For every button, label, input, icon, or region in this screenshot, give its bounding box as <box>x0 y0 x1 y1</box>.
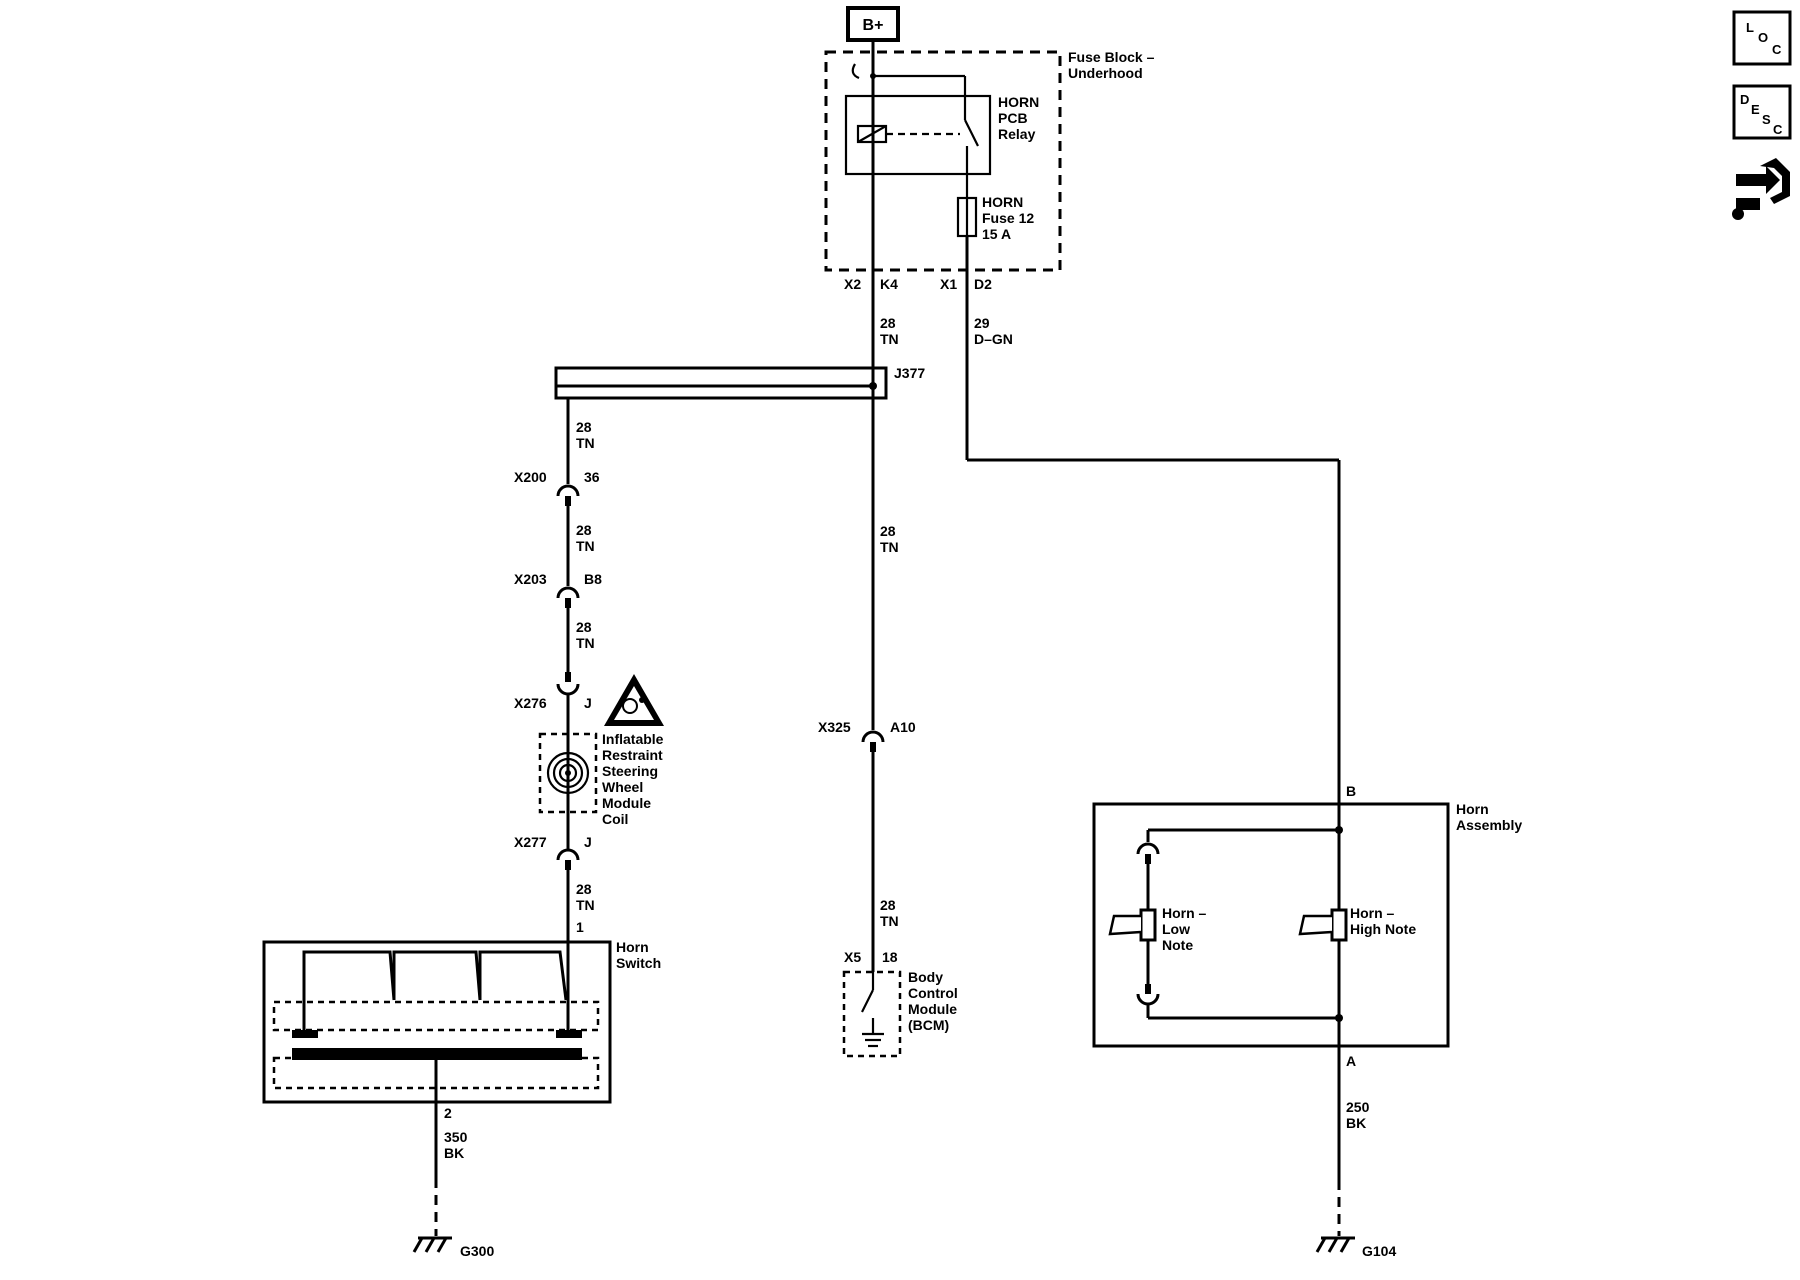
horn-low-label-3: Note <box>1162 937 1193 953</box>
horn-assembly <box>1092 802 1450 1048</box>
fuse-label-2: Fuse 12 <box>982 210 1034 226</box>
steering-wheel-coil-box <box>538 732 598 814</box>
fuse-label-3: 15 A <box>982 226 1011 242</box>
coil-label-6: Coil <box>602 811 628 827</box>
bcm-label-1: Body <box>908 969 943 985</box>
horn-assembly-label-2: Assembly <box>1456 817 1522 833</box>
ground-g300-label: G300 <box>460 1243 494 1259</box>
coil-label-3: Steering <box>602 763 658 779</box>
connector-x277-symbol <box>556 848 580 870</box>
wrench-arrows-icon[interactable] <box>1732 158 1790 220</box>
wire-switch-ground-color: BK <box>444 1145 464 1161</box>
splice-j377-label: J377 <box>894 365 925 381</box>
wire-horn-ground-color: BK <box>1346 1115 1366 1131</box>
fuse-label-1: HORN <box>982 194 1023 210</box>
connector-x325-label: X325 <box>818 719 851 735</box>
wire-k4-color: TN <box>880 331 899 347</box>
bcm-label-3: Module <box>908 1001 957 1017</box>
connector-x200-symbol <box>556 484 580 506</box>
connector-x5-label: X5 <box>844 949 861 965</box>
connector-x325-pin: A10 <box>890 719 916 735</box>
relay-label-1: HORN <box>998 94 1039 110</box>
wire-d2-color: D–GN <box>974 331 1013 347</box>
connector-x203-symbol <box>556 586 580 608</box>
wire-j377-left-circuit: 28 <box>576 419 592 435</box>
horn-assembly-pin-b: B <box>1346 783 1356 799</box>
wire-j377-left-color: TN <box>576 435 595 451</box>
ground-g300-symbol <box>412 1236 452 1253</box>
horn-high-label-2: High Note <box>1350 921 1416 937</box>
connector-x203-label: X203 <box>514 571 547 587</box>
connector-x277-pin: J <box>584 834 592 850</box>
ground-g104-label: G104 <box>1362 1243 1396 1259</box>
horn-switch-pin-1: 1 <box>576 919 584 935</box>
description-view-button[interactable]: D E S C <box>1732 84 1792 140</box>
wire-x277-below-circuit: 28 <box>576 881 592 897</box>
connector-x2: X2 <box>844 276 861 292</box>
airbag-warning-icon <box>604 674 664 726</box>
wire-x200-below-circuit: 28 <box>576 522 592 538</box>
coil-label-4: Wheel <box>602 779 643 795</box>
horn-switch-label-2: Switch <box>616 955 661 971</box>
horn-high-label-1: Horn – <box>1350 905 1395 921</box>
connector-x277-label: X277 <box>514 834 547 850</box>
clockspring-coil-icon <box>546 751 590 795</box>
wire-x200-below-color: TN <box>576 538 595 554</box>
svg-text:C: C <box>1772 42 1782 57</box>
connector-x200-pin: 36 <box>584 469 600 485</box>
horn-switch-label-1: Horn <box>616 939 649 955</box>
bcm-label-2: Control <box>908 985 958 1001</box>
connector-x276-label: X276 <box>514 695 547 711</box>
fuse-block-label-1: Fuse Block – <box>1068 49 1155 65</box>
horn-assembly-label-1: Horn <box>1456 801 1489 817</box>
connector-d2: D2 <box>974 276 992 292</box>
connector-x203-pin: B8 <box>584 571 602 587</box>
relay-label-3: Relay <box>998 126 1036 142</box>
wire-horn-ground-circuit: 250 <box>1346 1099 1370 1115</box>
wire-bcm-mid-color: TN <box>880 539 899 555</box>
svg-text:E: E <box>1751 102 1760 117</box>
connector-x5-pin: 18 <box>882 949 898 965</box>
power-label: B+ <box>863 17 884 34</box>
coil-label-1: Inflatable <box>602 731 664 747</box>
coil-label-5: Module <box>602 795 651 811</box>
fuse-block-underhood <box>824 50 1062 272</box>
connector-k4: K4 <box>880 276 898 292</box>
horn-low-label-1: Horn – <box>1162 905 1207 921</box>
wire-d2-circuit: 29 <box>974 315 990 331</box>
connector-x276-pin: J <box>584 695 592 711</box>
connector-x200-label: X200 <box>514 469 547 485</box>
splice-j377 <box>554 366 888 400</box>
horn-switch-pin-2: 2 <box>444 1105 452 1121</box>
horn-high-note <box>1298 908 1348 942</box>
svg-text:C: C <box>1773 122 1783 137</box>
location-view-button[interactable]: L O C <box>1732 10 1792 66</box>
connector-x325-symbol <box>861 730 885 752</box>
connector-x1: X1 <box>940 276 957 292</box>
wire-x203-below-circuit: 28 <box>576 619 592 635</box>
ground-g104-symbol <box>1315 1236 1355 1253</box>
horn-pcb-relay <box>844 94 992 176</box>
horn-low-note <box>1108 908 1157 942</box>
fuse-block-label-2: Underhood <box>1068 65 1143 81</box>
svg-text:S: S <box>1762 112 1771 127</box>
horn-assembly-pin-a: A <box>1346 1053 1356 1069</box>
horn-low-label-2: Low <box>1162 921 1190 937</box>
connector-x276-symbol <box>556 672 580 696</box>
battery-positive-terminal: B+ <box>846 6 900 42</box>
wire-bcm-low-circuit: 28 <box>880 897 896 913</box>
svg-text:L: L <box>1746 20 1754 35</box>
wire-x203-below-color: TN <box>576 635 595 651</box>
wire-k4-circuit: 28 <box>880 315 896 331</box>
relay-label-2: PCB <box>998 110 1028 126</box>
coil-label-2: Restraint <box>602 747 663 763</box>
wire-x277-below-color: TN <box>576 897 595 913</box>
wire-bcm-low-color: TN <box>880 913 899 929</box>
bcm-label-4: (BCM) <box>908 1017 949 1033</box>
svg-text:O: O <box>1758 30 1768 45</box>
svg-text:D: D <box>1740 92 1749 107</box>
wire-switch-ground-circuit: 350 <box>444 1129 468 1145</box>
wire-bcm-mid-circuit: 28 <box>880 523 896 539</box>
